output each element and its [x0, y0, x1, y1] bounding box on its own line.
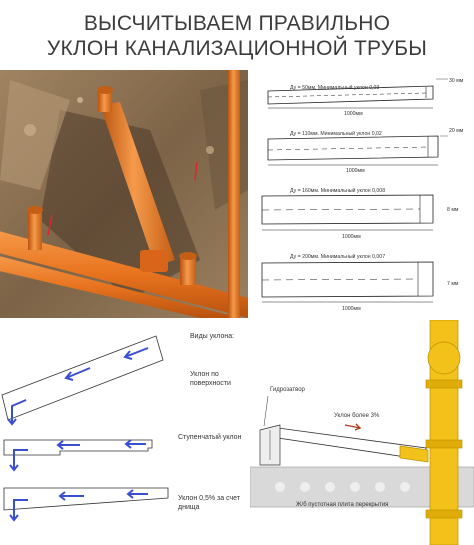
- trench-photo: [0, 70, 248, 318]
- slope-arrow-icon: [344, 423, 362, 431]
- trench-photo-illustration: [0, 70, 248, 318]
- drain-arrow-icon: [7, 399, 27, 426]
- water-seal-label: Гидрозатвор: [270, 387, 305, 393]
- drain-arrow-icon: [9, 499, 28, 522]
- pipe-1: [267, 85, 434, 105]
- diagram-3-length: 1000мм: [342, 234, 361, 240]
- slope-types-heading: Виды уклона:: [190, 333, 235, 340]
- flow-arrow-icon: [56, 440, 80, 450]
- flow-arrow-icon: [124, 439, 146, 449]
- diagram-4-caption: Ду = 200мм. Минимальный уклон 0,007: [290, 253, 385, 260]
- diagram-4-length: 1000мм: [342, 306, 361, 312]
- surface-slope-label: Уклон по поверхности: [190, 371, 231, 387]
- diagram-1-drop: 30 мм: [449, 78, 464, 84]
- diagram-2-caption: Ду = 110мм. Минимальный уклон 0,02: [290, 130, 382, 137]
- diagram-3-caption: Ду = 160мм. Минимальный уклон 0,008: [290, 187, 385, 194]
- stepped-slope-pipe: [3, 439, 153, 456]
- slab-label: Ж/б пустотная плита перекрытия: [296, 502, 389, 508]
- diagram-1-caption: Ду = 50мм. Минимальный уклон 0,03: [290, 84, 379, 91]
- drain-arrow-icon: [9, 449, 28, 472]
- title-line-2: УКЛОН КАНАЛИЗАЦИОННОЙ ТРУБЫ: [46, 37, 428, 60]
- pipe-3: [261, 194, 434, 225]
- stepped-slope-label: Ступенчатый уклон: [178, 434, 242, 441]
- diagram-2-length: 1000мм: [346, 168, 365, 174]
- installation-panel: Гидрозатвор Уклон более 3% Ж/б пустотная…: [250, 320, 474, 545]
- pipe-2: [267, 135, 439, 161]
- surface-slope-pipe: [1, 335, 164, 421]
- flow-arrow-icon: [58, 491, 84, 501]
- diagram-2-drop: 20 мм: [449, 128, 464, 134]
- bottom-slope-label: Уклон 0,5% за счет днища: [178, 495, 241, 511]
- diagram-4-drop: 7 мм: [447, 281, 459, 287]
- title-line-1: ВЫСЧИТЫВАЕМ ПРАВИЛЬНО: [83, 12, 391, 35]
- slope-types-panel: Виды уклона: Уклон по поверхности Ступен…: [0, 320, 250, 545]
- slope-more-label: Уклон более 3%: [334, 413, 380, 419]
- flow-arrow-icon: [123, 347, 149, 360]
- flow-arrow-icon: [126, 489, 148, 499]
- pipe-4: [261, 261, 434, 298]
- bottom-slope-pipe: [3, 487, 169, 511]
- diagram-1-length: 1000мм: [344, 111, 363, 117]
- slope-table-diagrams: Ду = 50мм. Минимальный уклон 0,03 1000мм…: [248, 70, 474, 318]
- flow-arrow-icon: [64, 367, 91, 381]
- diagram-3-drop: 8 мм: [447, 207, 459, 213]
